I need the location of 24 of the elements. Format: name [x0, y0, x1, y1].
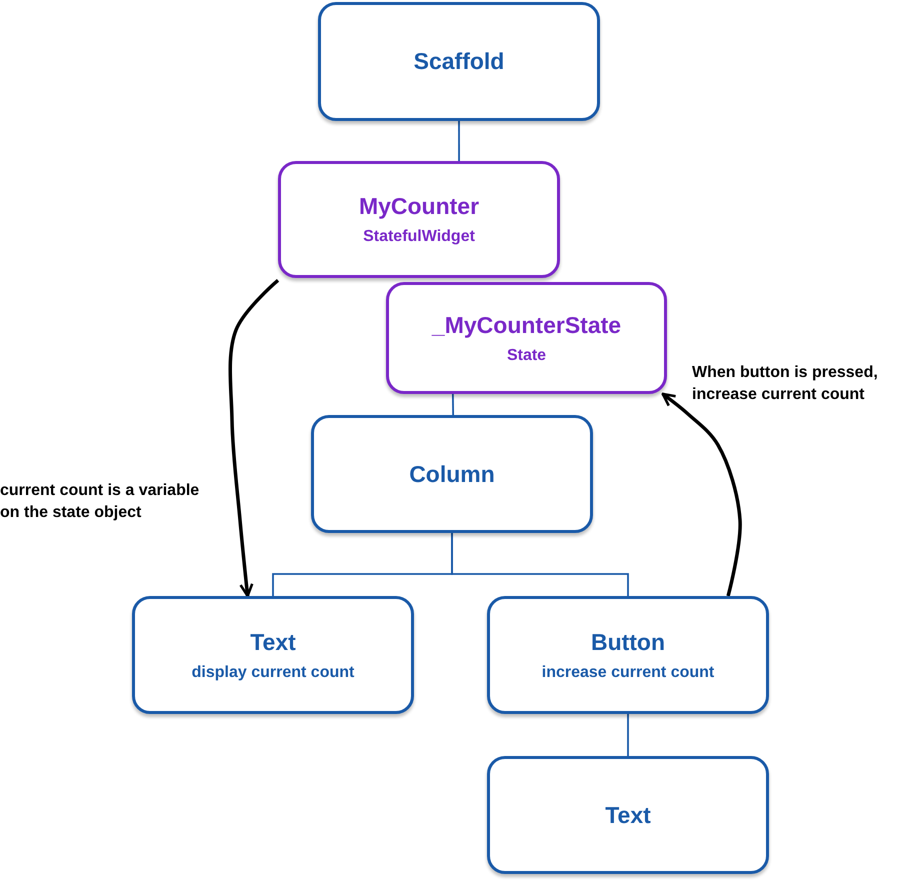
widget-box — [311, 415, 593, 533]
widget-type: State — [506, 346, 546, 364]
arrow — [662, 392, 742, 596]
widget-name: Text — [605, 802, 651, 828]
widget-name: Text — [250, 628, 296, 656]
connector-line — [451, 533, 629, 596]
widget-box-with-subtitle — [487, 596, 769, 714]
widget-name: _MyCounterState — [432, 312, 622, 338]
connector-line — [458, 121, 460, 161]
widget-box-with-subtitle — [132, 596, 414, 714]
arrow — [228, 279, 280, 598]
widget-name: MyCounter — [358, 193, 480, 220]
widget-name: Button — [590, 628, 666, 656]
widget-box — [487, 756, 769, 874]
widget-box — [318, 2, 600, 121]
widget-name: Scaffold — [414, 48, 504, 75]
widget-box-with-subtitle — [278, 161, 560, 278]
widget-type: StatefulWidget — [363, 228, 475, 246]
widget-type: display current count — [192, 664, 354, 682]
widget-box-with-subtitle — [386, 282, 667, 394]
widget-type: increase current count — [542, 664, 714, 682]
widget-name: Column — [409, 460, 495, 488]
connector-line — [627, 714, 629, 756]
connector-line — [452, 394, 454, 416]
